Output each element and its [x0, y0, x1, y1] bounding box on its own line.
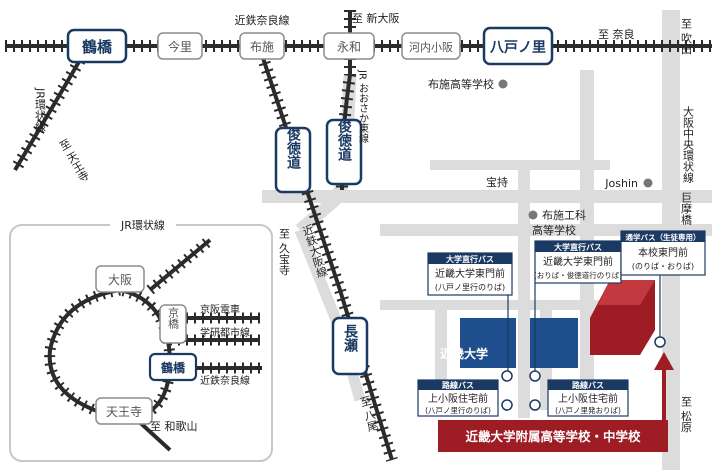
station-imazato[interactable]: 今里: [157, 32, 203, 60]
bus-stop-route-2-line1: 上小阪住宅前: [558, 392, 618, 405]
station-shuntokumichi-2[interactable]: 俊徳道: [325, 118, 363, 186]
station-fuse-label: 布施: [250, 40, 274, 54]
bus-pin-school: [654, 336, 666, 348]
inset-label-keihan: 京阪電車: [200, 303, 240, 316]
bus-stop-route-1-line2: (八戸ノ里行のりば): [425, 405, 491, 415]
school-building-top: [598, 280, 655, 305]
rail-kintetsu-osaka: [256, 53, 398, 462]
inset-station-tsuruhashi-label: 鶴橋: [161, 360, 186, 375]
bus-stop-univ-2-header: 大学直行バス: [554, 242, 602, 252]
dir-kyuhoji: 至 久宝寺: [278, 228, 291, 276]
dir-nara: 至 奈良: [598, 27, 635, 41]
station-yaenosato-label: 八戸ノ里: [489, 40, 546, 56]
bus-stop-school-header: 通学バス（生徒専用）: [626, 232, 701, 242]
station-nagase-label: 長瀬: [342, 324, 358, 353]
inset-jr-kanjo: JR環状線 大阪 京橋 鶴橋 天王寺 京阪: [9, 216, 273, 462]
place-kindai: 近畿大学: [440, 346, 488, 361]
place-komakibashi: 巨摩橋: [680, 192, 693, 226]
station-nagase[interactable]: 長瀬: [331, 316, 369, 376]
bus-pin-univ-2: [529, 370, 541, 382]
road-takara: [262, 190, 712, 203]
station-kawachi-kosaka-label: 河内小阪: [409, 40, 453, 54]
station-fuse[interactable]: 布施: [239, 32, 285, 60]
place-fuse-high-dot: [498, 79, 508, 89]
road-joshin-h: [430, 160, 610, 170]
station-shuntokumichi-1[interactable]: 俊徳道: [274, 126, 312, 194]
bus-stop-univ-2-line1: 近畿大学東門前: [543, 255, 613, 268]
bus-stop-route-1-line1: 上小阪住宅前: [428, 392, 488, 405]
dir-matsubara: 至 松原: [680, 396, 693, 433]
label-chuo-kanjo: 大阪中央環状線: [682, 105, 695, 183]
kindai-campus-2: [530, 318, 578, 368]
station-tsuruhashi[interactable]: 鶴橋: [66, 28, 128, 64]
bus-stop-school[interactable]: 通学バス（生徒専用） 本校東門前 (のりば・おりば): [620, 230, 706, 276]
bus-stop-route-2-header: 路線バス: [572, 380, 604, 390]
inset-station-osaka-label: 大阪: [108, 273, 132, 287]
inset-station-kyobashi[interactable]: 京橋: [159, 304, 187, 344]
bus-stop-univ-2-line2: (おりば・俊徳道行のりば): [534, 270, 622, 280]
road-lower-h: [380, 300, 630, 310]
kindai-campus: [460, 318, 516, 368]
dir-shin-osaka: 至 新大阪: [352, 11, 400, 25]
place-fuse-kogyo-2: 高等学校: [532, 223, 576, 237]
station-kawachi-kosaka[interactable]: 河内小阪: [401, 32, 461, 60]
bus-stop-route-1[interactable]: 路線バス 上小阪住宅前 (八戸ノ里行のりば): [417, 379, 499, 417]
dir-suita: 至 吹田: [680, 18, 693, 55]
place-takara-mochi: 宝持: [486, 175, 508, 189]
inset-station-kyobashi-label: 京橋: [167, 306, 180, 330]
inset-station-osaka[interactable]: 大阪: [95, 265, 145, 293]
bus-stop-univ-1-header: 大学直行バス: [446, 254, 494, 264]
station-tsuruhashi-label: 鶴橋: [82, 38, 113, 56]
station-eiwa[interactable]: 永和: [323, 32, 375, 60]
bus-stop-univ-1-line1: 近畿大学東門前: [435, 267, 505, 280]
place-fuse-kogyo-1: 布施工科: [542, 208, 586, 222]
school-arrow: [654, 352, 674, 425]
label-jr-kanjo: JR環状線: [34, 87, 47, 132]
dir-tennoji: 至 天王寺: [56, 137, 91, 185]
station-imazato-label: 今里: [168, 39, 192, 54]
bus-stop-univ-2[interactable]: 大学直行バス 近畿大学東門前 (おりば・俊徳道行のりば): [534, 240, 622, 284]
place-joshin-dot: [643, 178, 653, 188]
inset-dir-wakayama: 至 和歌山: [150, 419, 198, 433]
bus-pin-route-2: [529, 399, 541, 411]
inset-title: JR環状線: [120, 218, 165, 232]
station-shuntokumichi-1-label: 俊徳道: [285, 126, 302, 170]
inset-station-tsuruhashi[interactable]: 鶴橋: [148, 352, 198, 382]
bus-stop-route-2[interactable]: 路線バス 上小阪住宅前 (八戸ノ里発おりば): [547, 379, 629, 417]
bus-stop-univ-1-line2: (八戸ノ里行のりば): [435, 282, 505, 292]
station-yaenosato[interactable]: 八戸ノ里: [482, 26, 554, 66]
bus-stop-school-line2: (のりば・おりば): [632, 262, 694, 271]
station-eiwa-label: 永和: [337, 40, 361, 54]
label-kintetsu-nara: 近鉄奈良線: [235, 13, 290, 27]
label-jr-osaka-higashi: JR おおさか東線: [357, 69, 369, 143]
place-fuse-high: 布施高等学校: [428, 77, 494, 91]
bus-pin-route-1: [501, 399, 513, 411]
place-fuse-kogyo-dot: [528, 210, 538, 220]
inset-label-kintetsu: 近鉄奈良線: [200, 374, 250, 387]
inset-station-tennoji-label: 天王寺: [106, 405, 142, 419]
place-joshin: Joshin: [604, 177, 638, 190]
rail-jr-kanjo: [9, 56, 86, 174]
bus-pin-univ-1: [501, 370, 513, 382]
bus-stop-route-2-line2: (八戸ノ里発おりば): [555, 406, 621, 415]
bus-stop-route-1-header: 路線バス: [442, 380, 474, 390]
station-shuntokumichi-2-label: 俊徳道: [336, 118, 353, 162]
bus-stop-univ-1[interactable]: 大学直行バス 近畿大学東門前 (八戸ノ里行のりば): [427, 252, 513, 296]
road-center-v: [518, 168, 530, 418]
inset-station-tennoji[interactable]: 天王寺: [95, 397, 153, 425]
school-banner[interactable]: [438, 420, 668, 452]
inset-label-gakken: 学研都市線: [200, 326, 250, 339]
bus-stop-school-line1: 本校東門前: [638, 246, 688, 259]
school-banner-label: 近畿大学附属高等学校・中学校: [465, 429, 641, 444]
